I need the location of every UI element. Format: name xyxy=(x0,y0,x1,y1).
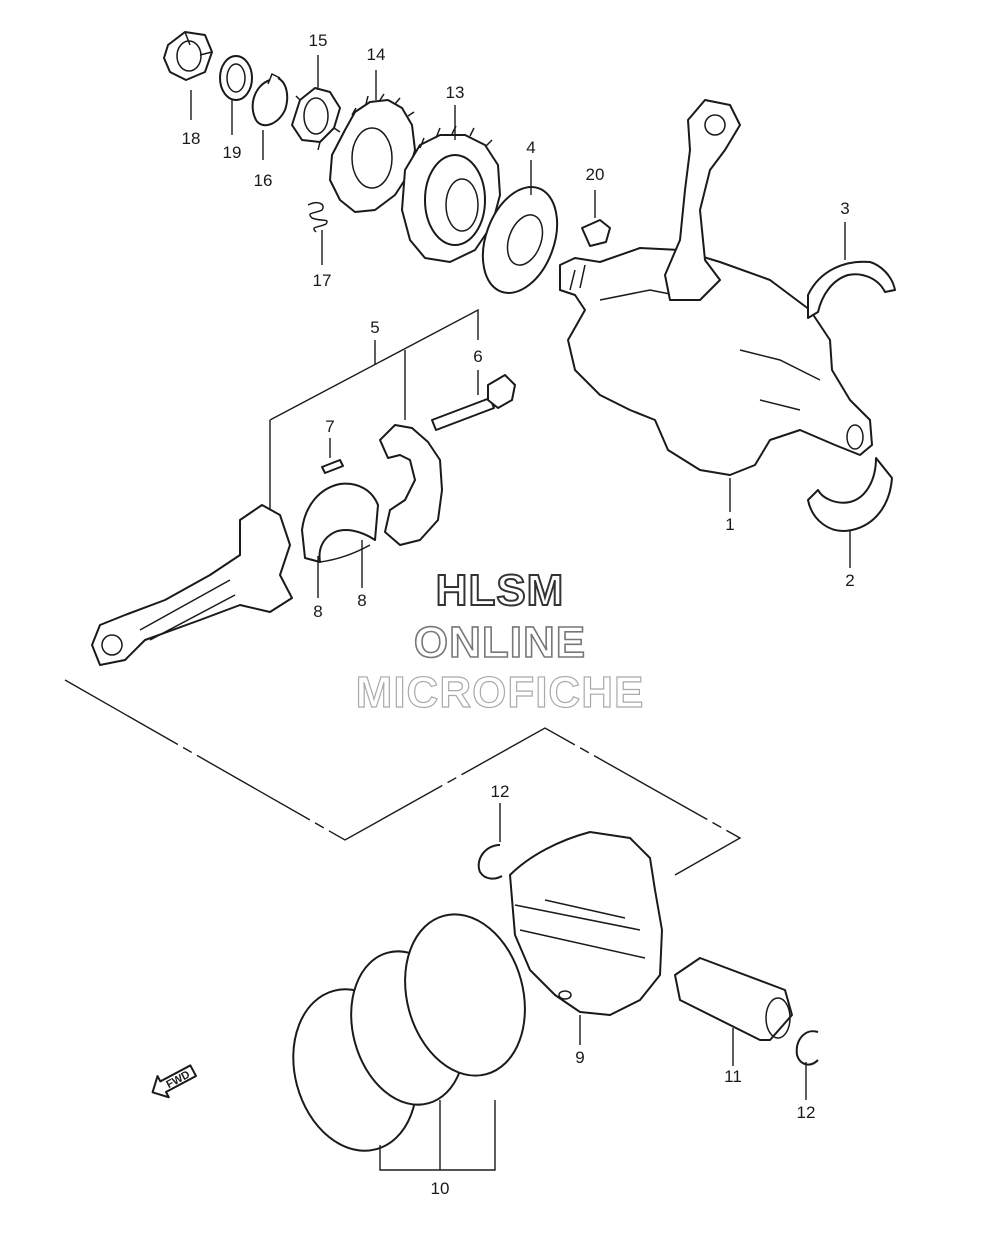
callout-1: 1 xyxy=(725,515,734,534)
part-6-bolt[interactable] xyxy=(431,374,516,431)
watermark-line-3: MICROFICHE xyxy=(355,667,645,717)
part-17-spring[interactable] xyxy=(307,202,328,233)
callout-19: 19 xyxy=(223,143,242,162)
callout-labels: 18 19 16 15 14 13 17 4 20 3 5 6 7 1 2 8 … xyxy=(182,31,855,1198)
part-15-lockwasher[interactable] xyxy=(291,87,341,151)
callout-8b: 8 xyxy=(357,591,366,610)
callout-2: 2 xyxy=(845,571,854,590)
part-10-piston-rings[interactable] xyxy=(276,901,542,1165)
part-3-bearing[interactable] xyxy=(807,260,896,319)
callout-12b: 12 xyxy=(797,1103,816,1122)
callout-12a: 12 xyxy=(491,782,510,801)
callout-9: 9 xyxy=(575,1048,584,1067)
part-12-circlip-right[interactable] xyxy=(795,1030,819,1066)
callout-13: 13 xyxy=(446,83,465,102)
callout-8a: 8 xyxy=(313,602,322,621)
crankshaft-conrod-upper xyxy=(664,99,741,301)
callout-6: 6 xyxy=(473,347,482,366)
part-20-key[interactable] xyxy=(581,219,611,247)
callout-16: 16 xyxy=(254,171,273,190)
part-18-nut[interactable] xyxy=(163,31,213,81)
watermark-line-1: HLSM xyxy=(435,565,565,616)
callout-17: 17 xyxy=(313,271,332,290)
callout-18: 18 xyxy=(182,129,201,148)
part-11-piston-pin[interactable] xyxy=(674,957,793,1041)
section-divider xyxy=(64,679,742,876)
callout-3: 3 xyxy=(840,199,849,218)
part-7-dowel-pin[interactable] xyxy=(321,459,344,474)
part-19-washer[interactable] xyxy=(219,55,253,101)
conrod-cap[interactable] xyxy=(379,424,443,546)
callout-5: 5 xyxy=(370,318,379,337)
callout-7: 7 xyxy=(325,417,334,436)
part-9-piston[interactable] xyxy=(509,831,663,1016)
callout-20: 20 xyxy=(586,165,605,184)
fwd-arrow-icon: FWD xyxy=(151,1064,198,1099)
callout-15: 15 xyxy=(309,31,328,50)
part-1-crankshaft[interactable] xyxy=(559,247,873,476)
callout-11: 11 xyxy=(724,1067,742,1086)
callout-10: 10 xyxy=(431,1179,450,1198)
conrod[interactable] xyxy=(91,504,293,666)
part-16-circlip[interactable] xyxy=(251,72,289,127)
fwd-label: FWD xyxy=(164,1069,192,1091)
part-2-bearing[interactable] xyxy=(807,457,893,532)
callout-4: 4 xyxy=(526,138,535,157)
callout-14: 14 xyxy=(367,45,386,64)
part-12-circlip-left[interactable] xyxy=(477,844,503,880)
part-8-bearing-lower xyxy=(319,544,371,563)
watermark-line-2: ONLINE xyxy=(413,617,587,668)
part-8-bearing-upper[interactable] xyxy=(301,482,379,563)
leader-lines xyxy=(190,55,851,1171)
part-4-thrust-washer[interactable] xyxy=(469,177,571,304)
